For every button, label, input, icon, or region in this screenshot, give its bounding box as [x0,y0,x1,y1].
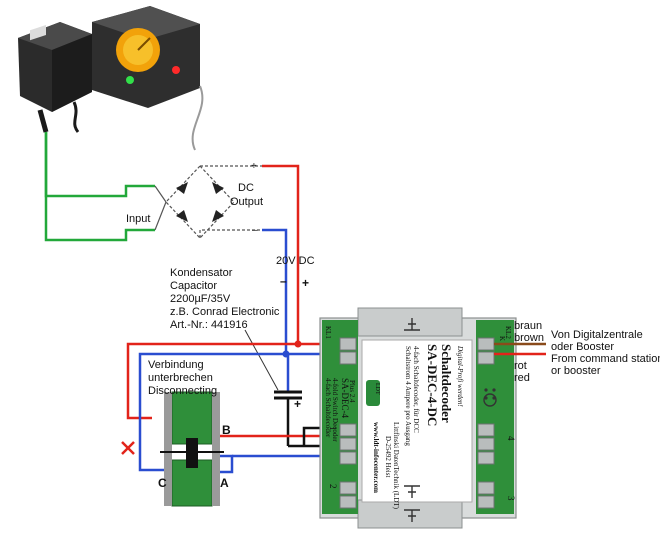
svg-text:SA-DEC-4: SA-DEC-4 [340,378,350,418]
rail-minus-sign: – [280,274,287,288]
svg-text:Art.-Nr.: 441916: Art.-Nr.: 441916 [170,319,248,331]
svg-text:4: 4 [506,436,516,441]
red-led [172,66,180,74]
svg-text:From command station: From command station [551,353,660,365]
rectifier-bridge [154,165,262,239]
bridge-minus-mark: – [252,225,258,236]
rail-plus-sign: + [302,276,309,290]
source-note: Von Digitalzentrale oder Booster From co… [551,329,660,377]
svg-text:brown: brown [514,332,544,344]
svg-text:braun: braun [514,320,542,332]
svg-text:LDT: LDT [374,383,380,395]
bridge-plus-mark: + [251,161,257,172]
dc-minus-rail [262,228,288,354]
svg-text:KL2: KL2 [504,326,512,339]
svg-text:rot: rot [514,360,527,372]
svg-text:oder Booster: oder Booster [551,341,614,353]
svg-text:Capacitor: Capacitor [170,280,217,292]
input-label: Input [126,213,150,225]
green-led [126,76,134,84]
svg-text:D-25492 Heist: D-25492 Heist [384,436,392,477]
svg-text:Kondensator: Kondensator [170,267,233,279]
svg-text:KL1: KL1 [324,326,332,339]
svg-text:Digital-Profi werden!: Digital-Profi werden! [456,345,464,407]
power-supply-image [18,6,204,151]
svg-text:red: red [514,372,530,384]
voltage-label: 20V DC [276,255,315,267]
dc-plus-rail [262,164,300,344]
interrupt-label: Verbindung unterbrechen Disconnecting [148,359,217,397]
track-label-a: A [220,476,229,490]
svg-text:Von Digitalzentrale: Von Digitalzentrale [551,329,643,341]
switch-decoder [319,307,517,529]
svg-text:3: 3 [506,496,516,501]
svg-text:Plus 2.4: Plus 2.4 [348,380,356,403]
junction-red [294,340,302,348]
interrupt-cross [121,441,135,455]
svg-text:4-fach Schaltdecoder: 4-fach Schaltdecoder [324,378,332,438]
junction-blue [282,350,290,358]
svg-text:z.B. Conrad Electronic: z.B. Conrad Electronic [170,306,280,318]
svg-text:SA-DEC-4-DC: SA-DEC-4-DC [425,344,440,426]
svg-text:unterbrechen: unterbrechen [148,372,213,384]
source-wire-labels: braun brown rot red [514,320,544,384]
digital-source-wires [494,342,546,356]
input-wires [44,132,155,242]
output-label: Output [230,196,263,208]
svg-text:Schaltdecoder: Schaltdecoder [439,344,454,423]
svg-text:Schaltstrom 4 Ampere pro Ausga: Schaltstrom 4 Ampere pro Ausgang [404,346,412,446]
track-label-c: C [158,476,167,490]
decoder-plate-text: Digital-Profi werden! Schaltdecoder SA-D… [324,326,516,510]
svg-text:K: K [498,336,506,341]
svg-text:4-fold Switch Decoder: 4-fold Switch Decoder [331,378,339,442]
svg-text:www.ldt-infocenter.com: www.ldt-infocenter.com [372,422,380,493]
svg-text:1: 1 [328,426,338,431]
svg-text:2200µF/35V: 2200µF/35V [170,293,231,305]
svg-text:or booster: or booster [551,365,601,377]
svg-text:2: 2 [328,484,338,489]
track-label-b: B [222,423,231,437]
svg-text:Verbindung: Verbindung [148,359,204,371]
capacitor-plus-sign: + [294,397,301,411]
track-section [160,391,224,507]
capacitor-label: Kondensator Capacitor 2200µF/35V z.B. Co… [170,267,280,331]
svg-text:4-fach Schaltdecoder, für DCC: 4-fach Schaltdecoder, für DCC [412,346,420,433]
dc-label: DC [238,182,254,194]
svg-text:Disconnecting: Disconnecting [148,385,217,397]
svg-text:Littfinski DatenTechnik (LDT): Littfinski DatenTechnik (LDT) [392,422,400,510]
